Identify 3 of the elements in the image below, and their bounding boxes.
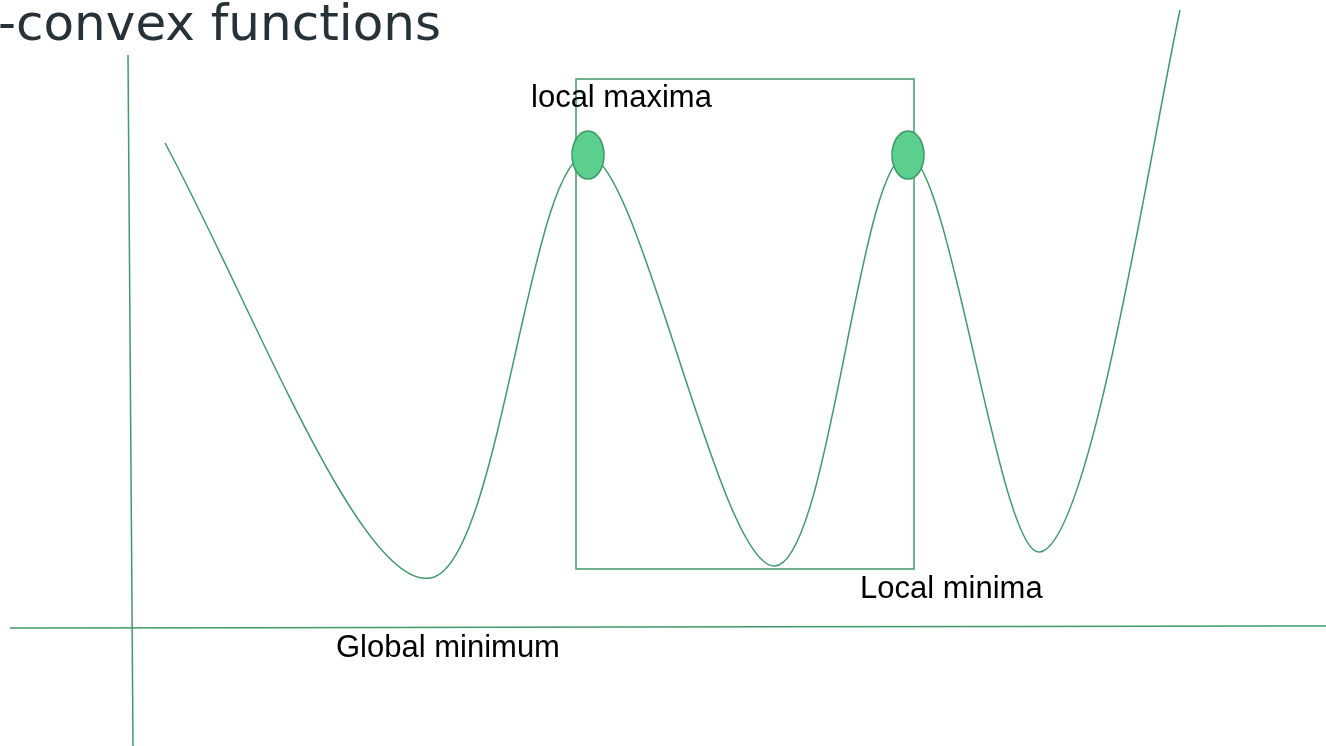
point-label: Local minima	[860, 571, 1043, 606]
title: -convex functions	[0, 0, 442, 52]
point-label: Global minimum	[336, 630, 560, 665]
